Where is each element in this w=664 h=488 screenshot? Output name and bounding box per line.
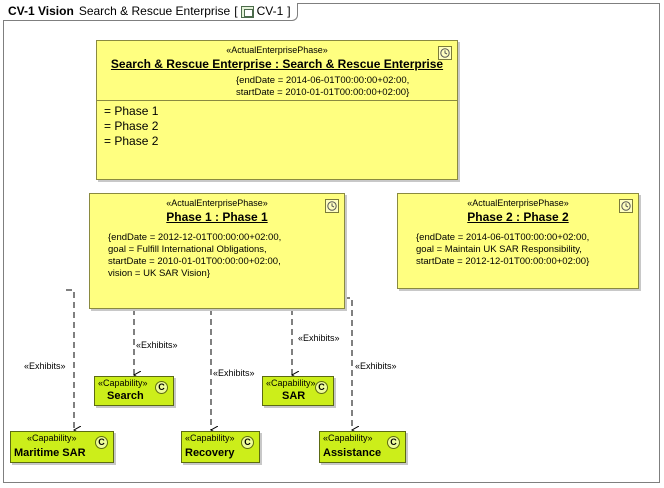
diagram-title: Search & Rescue Enterprise (78, 4, 231, 18)
phase-1[interactable]: «ActualEnterprisePhase» Phase 1 : Phase … (89, 193, 345, 309)
phase-properties: {endDate = 2014-06-01T00:00:00+02:00, go… (416, 232, 590, 267)
edge-exhibits-maritime[interactable] (66, 289, 74, 430)
part-phase-2b[interactable]: = Phase 2 (104, 134, 159, 148)
phase-properties: {endDate = 2012-12-01T00:00:00+02:00, go… (108, 232, 282, 279)
capability-maritime-sar[interactable]: «Capability» C Maritime SAR (10, 431, 114, 463)
capability-assistance[interactable]: «Capability» C Assistance (319, 431, 406, 463)
bracket-close: ] (287, 4, 291, 18)
capability-search[interactable]: «Capability» C Search (94, 376, 174, 406)
phase-stereotype: «ActualEnterprisePhase» (166, 198, 268, 208)
phase-properties: {endDate = 2014-06-01T00:00:00+02:00, st… (236, 75, 410, 98)
label-exhibits-maritime: «Exhibits» (24, 361, 66, 372)
capability-stereotype: «Capability» (27, 433, 77, 443)
capability-recovery[interactable]: «Capability» C Recovery (181, 431, 260, 463)
capability-name: Recovery (185, 447, 235, 459)
label-exhibits-search: «Exhibits» (136, 340, 178, 351)
compartment-divider (97, 100, 457, 101)
part-phase-2a[interactable]: = Phase 2 (104, 119, 159, 133)
clock-icon (325, 199, 339, 213)
diagram-icon (240, 5, 254, 18)
capability-icon: C (241, 436, 254, 449)
capability-stereotype: «Capability» (323, 433, 373, 443)
capability-icon: C (315, 381, 328, 394)
phase-search-rescue-enterprise[interactable]: «ActualEnterprisePhase» Search & Rescue … (96, 40, 458, 180)
phase-name: Search & Rescue Enterprise : Search & Re… (110, 57, 444, 71)
capability-icon: C (95, 436, 108, 449)
label-exhibits-recovery: «Exhibits» (213, 368, 255, 379)
diagram-ref: CV-1 (256, 4, 284, 18)
clock-icon (438, 46, 452, 60)
phase-stereotype: «ActualEnterprisePhase» (226, 45, 328, 55)
clock-icon (619, 199, 633, 213)
part-phase-1[interactable]: = Phase 1 (104, 104, 159, 118)
capability-name: Assistance (323, 447, 382, 459)
capability-icon: C (387, 436, 400, 449)
capability-name: SAR (282, 390, 306, 402)
phase-2[interactable]: «ActualEnterprisePhase» Phase 2 : Phase … (397, 193, 639, 289)
capability-icon: C (155, 381, 168, 394)
capability-stereotype: «Capability» (185, 433, 235, 443)
diagram-kind: CV-1 Vision (8, 4, 74, 18)
phase-stereotype: «ActualEnterprisePhase» (467, 198, 569, 208)
capability-stereotype: «Capability» (98, 378, 148, 388)
label-exhibits-sar: «Exhibits» (298, 333, 340, 344)
phase-parts: = Phase 1 = Phase 2 = Phase 2 (104, 104, 158, 149)
capability-name: Search (107, 390, 144, 402)
capability-stereotype: «Capability» (266, 378, 316, 388)
bracket-open: [ (234, 4, 238, 18)
phase-name: Phase 2 : Phase 2 (467, 210, 569, 224)
capability-sar[interactable]: «Capability» C SAR (262, 376, 334, 406)
diagram-frame-tab[interactable]: CV-1 Vision Search & Rescue Enterprise [… (3, 3, 298, 21)
label-exhibits-assistance: «Exhibits» (355, 361, 397, 372)
phase-name: Phase 1 : Phase 1 (166, 210, 268, 224)
capability-name: Maritime SAR (14, 447, 86, 459)
edge-exhibits-assistance[interactable] (334, 297, 352, 430)
